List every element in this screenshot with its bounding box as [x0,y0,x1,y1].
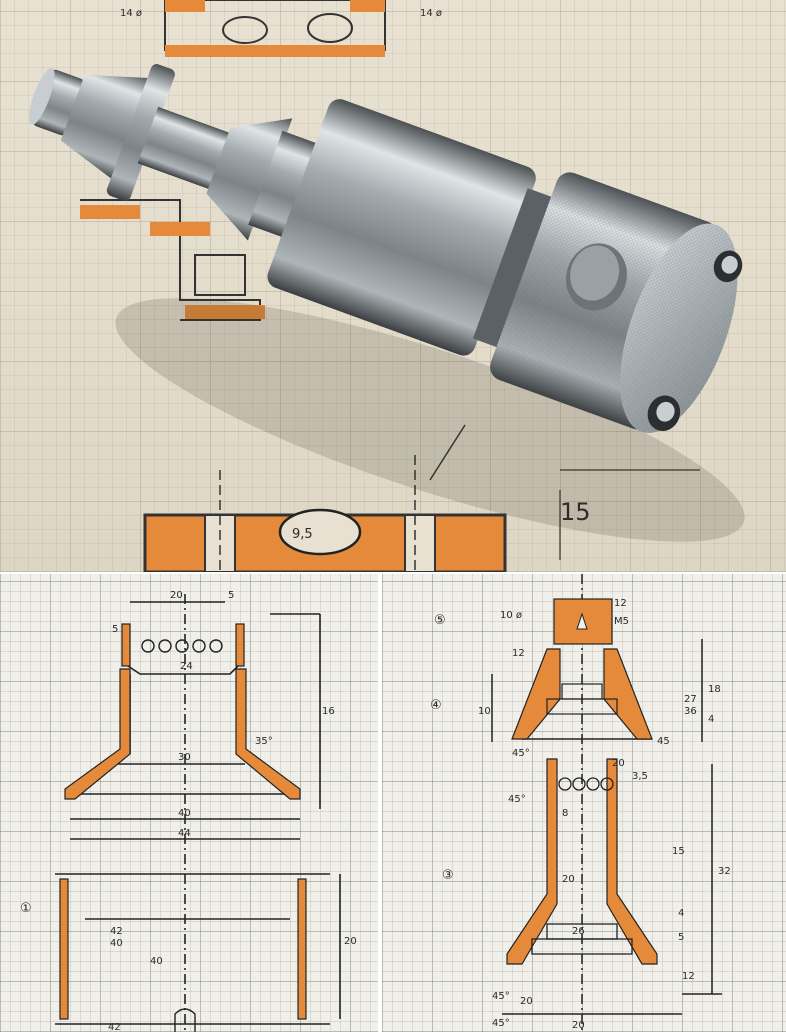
dim-p5-m: M5 [614,616,629,627]
dim-p3-top: 20 [612,758,625,769]
photo-diameter-label: 9,5 [292,527,313,542]
part-shadow [115,298,745,542]
dim-p3-bot1: 20 [520,996,533,1007]
dim-p5-top: 12 [614,598,627,609]
dim-p4-h: 10 [478,706,491,717]
paper-sketch-top [164,0,386,57]
top-dim-left: 14 ø [120,8,142,19]
dim-top-gap: 5 [228,590,234,601]
technical-drawing-right: ⑤ ④ ③ 12 10 ø M5 12 10 27 36 45° 45 18 4… [382,574,786,1032]
dim-p5-dia: 10 ø [500,610,522,621]
dim-wall: 24 [180,661,193,672]
dim-base-bottom: 42 [108,1022,121,1032]
dim-p4-side1: 18 [708,684,721,695]
photo-length-label: 15 [560,498,591,526]
dim-left-mark: 5 [112,624,118,635]
dim-p3-h4: 5 [678,932,684,943]
dim-top-width: 20 [170,590,183,601]
dim-base-width-2: 44 [178,828,191,839]
dim-p3-bot3: 12 [682,971,695,982]
dim-p3-h3: 4 [678,908,684,919]
dim-height-mid: 16 [322,706,335,717]
paper-sketch-left [80,199,265,321]
technical-drawing-left: ① 20 5 5 24 16 35° 30 40 44 20 42 40 40 … [0,574,378,1032]
machined-part-photo: 14 ø 14 ø 9,5 15 [0,0,786,572]
dim-cup-w2: 40 [110,938,123,949]
dim-cup-w3: 40 [150,956,163,967]
dim-base-width-1: 40 [178,808,191,819]
dim-angle: 35° [255,736,273,747]
dim-p3-angle1: 45° [508,794,526,805]
part-1-number: ① [20,901,32,916]
dim-p3-bot-angle: 45° [492,991,510,1002]
dim-p3-h2: 32 [718,866,731,877]
photo-scene: 14 ø 14 ø 9,5 15 [29,0,745,572]
dim-p3-w1: 20 [562,874,575,885]
dim-cup-w1: 42 [110,926,123,937]
dim-p4-side2: 4 [708,714,714,725]
dim-p4-top: 12 [512,648,525,659]
dim-p3-w2: 26 [572,926,585,937]
dim-inner-width: 30 [178,752,191,763]
dim-lower-height: 20 [344,936,357,947]
dim-p4-width: 45 [657,736,670,747]
paper-sketch-bottom [143,424,700,572]
dim-p3-tip: 3,5 [632,771,648,782]
top-dim-right: 14 ø [420,8,442,19]
dim-p4-d2: 36 [684,706,697,717]
part-5-number: ⑤ [434,613,446,628]
aluminium-part [29,64,743,433]
dim-p4-angle: 45° [512,748,530,759]
drawing-left-svg: ① 20 5 5 24 16 35° 30 40 44 20 42 40 40 … [20,590,357,1032]
dim-p3-bot2: 20 [572,1020,585,1031]
dim-p3-h1: 15 [672,846,685,857]
part-4-number: ④ [430,698,442,713]
part-3-number: ③ [442,868,454,883]
drawing-right-svg: ⑤ ④ ③ 12 10 ø M5 12 10 27 36 45° 45 18 4… [430,574,731,1032]
dim-p3-angle2: 45° [492,1018,510,1029]
dim-p4-d1: 27 [684,694,697,705]
dim-p3-dia: 8 [562,808,568,819]
